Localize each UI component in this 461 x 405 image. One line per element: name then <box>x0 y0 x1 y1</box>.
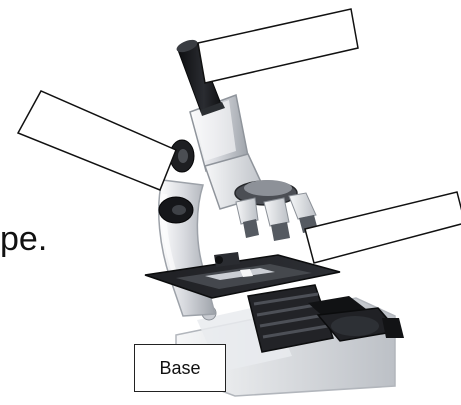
partial-title-fragment: pe. <box>0 222 47 256</box>
blank-label-box-right <box>305 192 461 263</box>
label-text-base: Base <box>135 345 225 391</box>
blank-label-box-top <box>198 9 358 83</box>
blank-label-box-left <box>18 91 176 190</box>
label-box-base: Base <box>134 344 226 392</box>
